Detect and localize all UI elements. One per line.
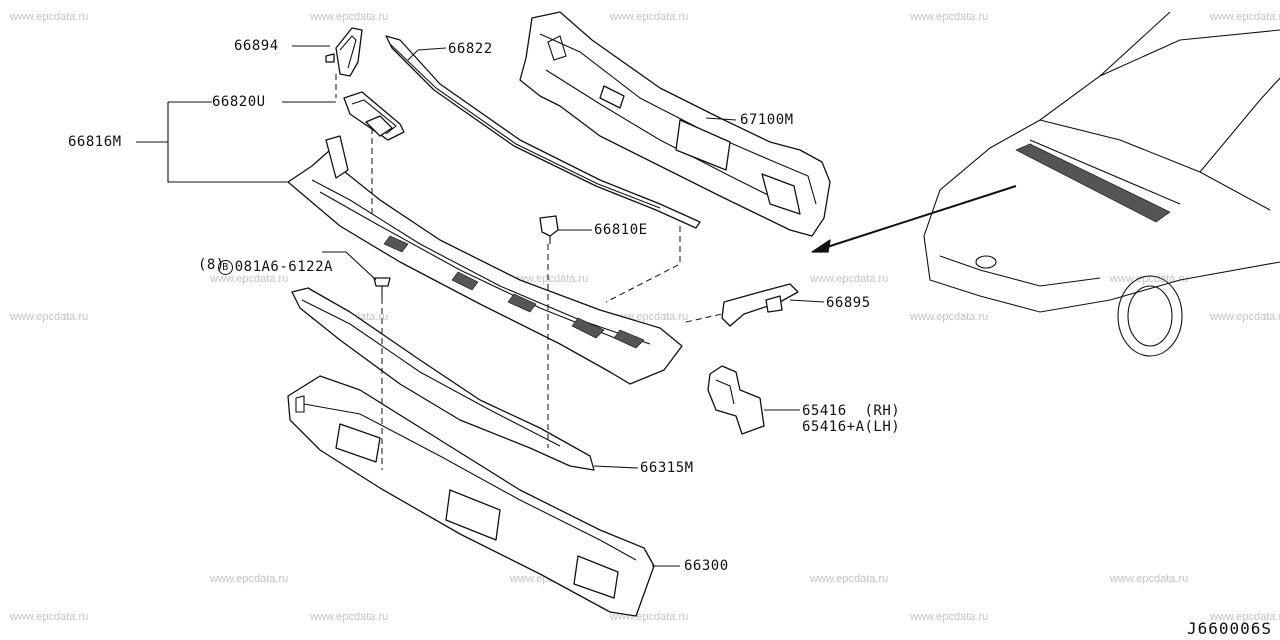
watermark: www.epcdata.ru [10,311,89,323]
watermark: www.epcdata.ru [910,311,989,323]
bolt-shape[interactable] [373,277,391,298]
label-66816m[interactable]: 66816M [68,134,122,150]
watermark: www.epcdata.ru [510,273,589,285]
part-66820u-shape[interactable] [343,91,405,141]
part-66894-shape[interactable] [325,27,363,77]
watermark: www.epcdata.ru [1210,311,1280,323]
part-66315m-shape[interactable] [291,287,595,471]
part-66300-shape[interactable] [287,375,655,617]
watermark: www.epcdata.ru [1210,11,1280,23]
part-66816m-shape[interactable] [287,135,683,385]
watermark: www.epcdata.ru [610,11,689,23]
label-66315m[interactable]: 66315M [640,460,694,476]
diagram-code: J660006S [1186,619,1272,638]
watermark: www.epcdata.ru [10,11,89,23]
watermark: www.epcdata.ru [1110,273,1189,285]
bolt-badge: B [217,260,233,275]
watermark: www.epcdata.ru [910,611,989,623]
label-67100m[interactable]: 67100M [740,112,794,128]
label-66820u[interactable]: 66820U [212,94,266,110]
watermark: www.epcdata.ru [1210,611,1280,623]
leader-lines [136,45,825,567]
watermark: www.epcdata.ru [1110,573,1189,585]
label-66810e[interactable]: 66810E [594,222,648,238]
pointer-arrow [811,185,1017,253]
watermark: www.epcdata.ru [210,273,289,285]
watermark: www.epcdata.ru [210,573,289,585]
part-66895-shape[interactable] [721,283,799,327]
label-66895[interactable]: 66895 [826,295,871,311]
label-65416-rh[interactable]: 65416 (RH) [802,403,901,419]
label-66822[interactable]: 66822 [448,41,493,57]
car-illustration [923,11,1280,357]
part-66822-shape[interactable] [385,35,701,229]
part-65416-shape[interactable] [707,365,765,435]
watermark: www.epcdata.ru [310,611,389,623]
watermark: www.epcdata.ru [910,11,989,23]
label-bolt-qty: (8) [198,257,225,273]
label-66894[interactable]: 66894 [234,38,279,54]
watermark: www.epcdata.ru [10,611,89,623]
label-66300[interactable]: 66300 [684,558,729,574]
watermark: www.epcdata.ru [810,273,889,285]
part-66810e-shape[interactable] [539,215,559,244]
part-67100m-shape[interactable] [519,11,831,237]
label-65416-lh[interactable]: 65416+A(LH) [802,419,901,435]
bolt-part-number: 081A6-6122A [234,259,333,275]
watermark: www.epcdata.ru [310,11,389,23]
watermark: www.epcdata.ru [810,573,889,585]
